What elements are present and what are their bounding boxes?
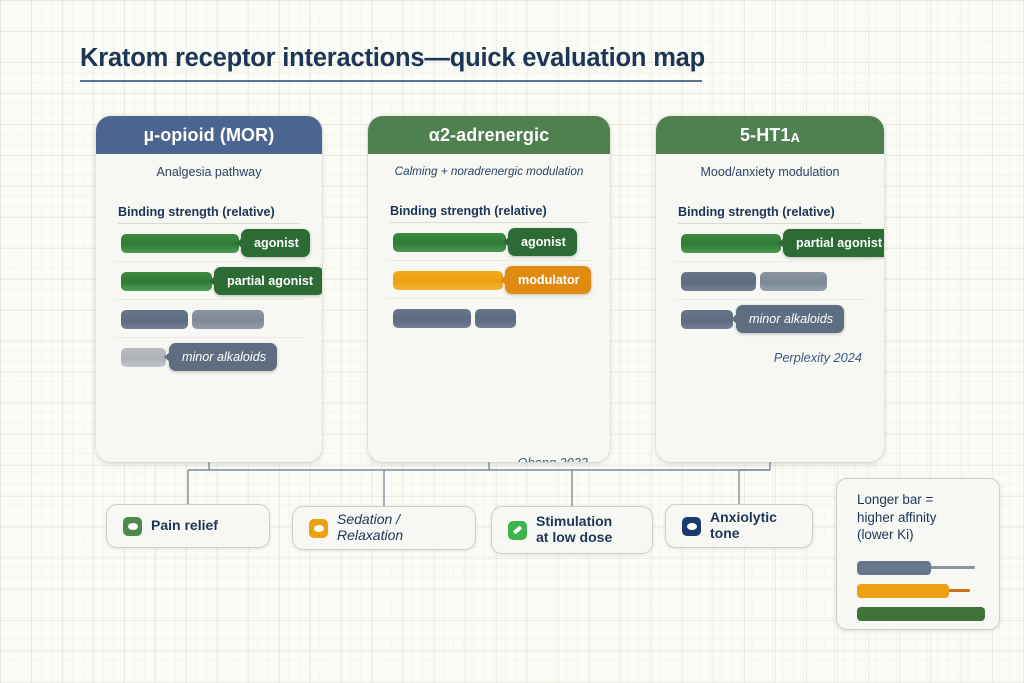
- card-alpha2-adrenergic-title: α2-adrenergic: [428, 124, 550, 145]
- bar-row[interactable]: minor alkaloids: [114, 338, 304, 376]
- outcome-chip-pain-relief[interactable]: Pain relief: [106, 504, 270, 548]
- bar-segment: [475, 309, 516, 328]
- card-alpha2-adrenergic-subtitle: Calming + noradrenergic modulation: [394, 165, 584, 178]
- legend-row-slate: [857, 558, 985, 581]
- legend-line-3: (lower Ki): [857, 527, 914, 543]
- legend-bar-orange: [857, 584, 949, 599]
- card-5ht1a-bars: partial agonist minor alkaloids: [656, 224, 884, 338]
- card-mu-opioid-subtitle: Analgesia pathway: [156, 165, 262, 179]
- card-alpha2-adrenergic-rule: [390, 222, 588, 223]
- card-5ht1a-header: 5-HT1A: [656, 116, 884, 154]
- bar-segment: [121, 234, 239, 253]
- card-mu-opioid-binding-label: Binding strength (relative): [118, 205, 275, 219]
- card-mu-opioid-rule: [118, 223, 300, 224]
- outcome-chip-pain-relief-label: Pain relief: [151, 517, 218, 534]
- bar-segment: [393, 233, 506, 252]
- bar-row[interactable]: partial agonist: [114, 262, 322, 300]
- card-5ht1a-binding-label: Binding strength (relative): [678, 205, 835, 219]
- card-mu-opioid[interactable]: µ-opioid (MOR) Analgesia pathway Binding…: [96, 116, 322, 462]
- card-alpha2-adrenergic[interactable]: α2-adrenergic Calming + noradrenergic mo…: [368, 116, 610, 462]
- card-5ht1a[interactable]: 5-HT1A Mood/anxiety modulation Binding s…: [656, 116, 884, 462]
- outcome-chip-sedation-label: Sedation / Relaxation: [337, 511, 404, 543]
- card-alpha2-adrenergic-header: α2-adrenergic: [368, 116, 610, 154]
- capsule-dark-icon: [682, 516, 701, 536]
- moon-icon: [309, 518, 328, 538]
- bar-row[interactable]: minor alkaloids: [674, 300, 866, 338]
- legend-line-1: Longer bar =: [857, 492, 934, 507]
- legend-row-orange: [857, 581, 985, 604]
- bar-label-pill: modulator: [500, 266, 591, 294]
- bar-row[interactable]: modulator: [386, 261, 592, 299]
- pen-icon: [508, 520, 527, 540]
- legend-line-2: higher affinity: [857, 509, 937, 525]
- legend-bar-green: [857, 607, 985, 622]
- card-mu-opioid-bars: agonist partial agonist minor alkaloids: [96, 224, 322, 376]
- bar-row[interactable]: [386, 299, 592, 337]
- legend-bar-slate: [857, 561, 931, 576]
- bar-row[interactable]: agonist: [114, 224, 310, 262]
- capsule-icon: [123, 516, 142, 536]
- card-5ht1a-title: 5-HT1A: [739, 124, 800, 145]
- legend-text: Longer bar = higher affinity (lower Ki): [857, 491, 985, 544]
- bar-row[interactable]: agonist: [386, 223, 592, 261]
- page-title: Kratom receptor interactions—quick evalu…: [80, 44, 706, 72]
- bar-label-pill: partial agonist: [777, 229, 884, 257]
- bar-row[interactable]: [674, 262, 866, 300]
- bar-segment: [681, 310, 733, 329]
- bar-segment: [121, 348, 166, 367]
- bar-label-pill: partial agonist: [208, 267, 322, 295]
- outcome-chip-anxiolytic-label: Anxiolytic tone: [710, 509, 777, 541]
- bar-segment: [192, 310, 264, 329]
- card-5ht1a-citation: Perplexity 2024: [773, 350, 862, 365]
- card-mu-opioid-header: µ-opioid (MOR): [96, 116, 322, 154]
- bar-label-pill: minor alkaloids: [164, 343, 277, 371]
- card-5ht1a-subtitle: Mood/anxiety modulation: [700, 165, 840, 179]
- legend-bars: [857, 558, 985, 627]
- outcome-chip-sedation[interactable]: Sedation / Relaxation: [292, 506, 476, 550]
- bar-segment: [760, 272, 827, 291]
- bar-label-pill: agonist: [236, 229, 310, 257]
- legend-row-green: [857, 604, 985, 627]
- card-alpha2-adrenergic-citation: Obeng 2022: [518, 455, 588, 462]
- card-alpha2-adrenergic-binding-label: Binding strength (relative): [390, 204, 547, 218]
- title-block: Kratom receptor interactions—quick evalu…: [80, 44, 706, 82]
- bar-segment: [121, 310, 188, 329]
- title-underline: [80, 80, 702, 82]
- bar-segment: [121, 272, 212, 291]
- bar-label-pill: agonist: [503, 228, 577, 256]
- bar-segment: [393, 271, 503, 290]
- bar-row[interactable]: partial agonist: [674, 224, 884, 262]
- bar-segment: [681, 272, 756, 291]
- legend-panel: Longer bar = higher affinity (lower Ki): [836, 478, 1000, 630]
- card-5ht1a-rule: [678, 223, 862, 224]
- card-mu-opioid-title: µ-opioid (MOR): [143, 124, 275, 145]
- bar-label-pill: minor alkaloids: [731, 305, 844, 333]
- outcome-chip-anxiolytic[interactable]: Anxiolytic tone: [665, 504, 813, 548]
- card-alpha2-adrenergic-bars: agonist modulator: [368, 223, 610, 337]
- bar-segment: [393, 309, 471, 328]
- bar-segment: [681, 234, 781, 253]
- bar-row[interactable]: [114, 300, 304, 338]
